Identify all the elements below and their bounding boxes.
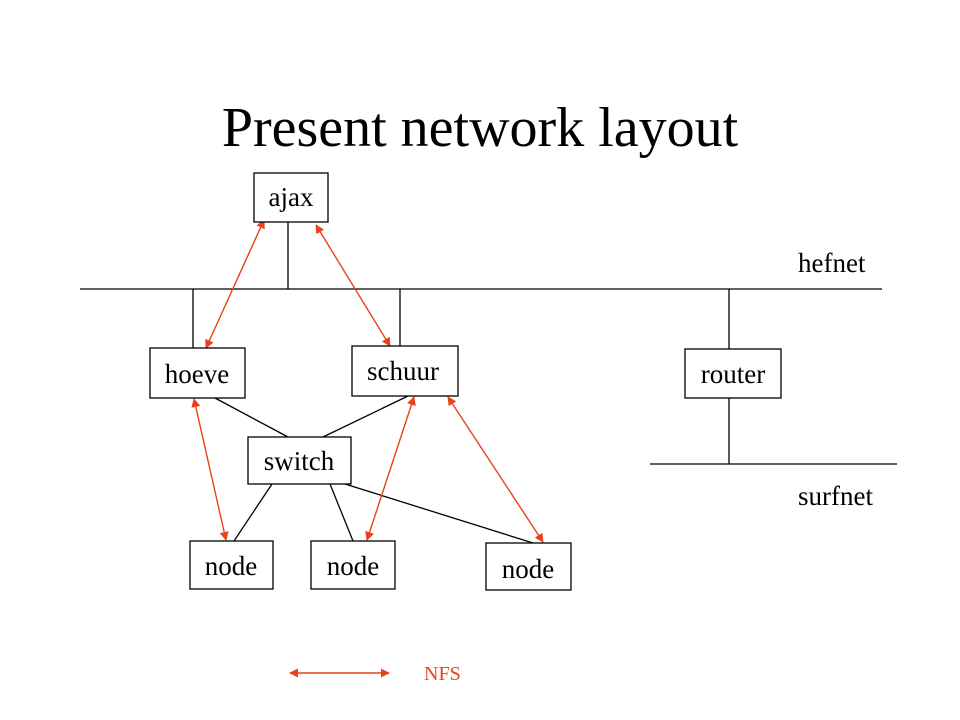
- switch-node2-link: [329, 483, 354, 542]
- host-node-2: node: [310, 540, 396, 590]
- legend-nfs-label: NFS: [424, 663, 461, 685]
- nfs-schuur-node3-arrow: [447, 396, 544, 543]
- host-node-2-label: node: [327, 551, 380, 581]
- schuur-switch-link: [322, 395, 409, 438]
- host-switch-label: switch: [264, 446, 335, 476]
- hefnet-label: hefnet: [798, 248, 866, 278]
- host-hoeve: hoeve: [149, 347, 246, 399]
- host-switch: switch: [247, 436, 352, 485]
- nfs-schuur-node2-arrow: [365, 396, 416, 541]
- host-router: router: [684, 348, 782, 399]
- switch-node3-link: [344, 483, 534, 544]
- nfs-ajax-hoeve-arrow: [205, 219, 265, 349]
- host-schuur: schuur: [351, 345, 459, 397]
- host-schuur-label: schuur: [367, 356, 439, 386]
- host-hoeve-label: hoeve: [165, 359, 229, 389]
- nfs-ajax-schuur-arrow: [315, 224, 391, 347]
- host-ajax-label: ajax: [269, 182, 314, 212]
- host-node-1: node: [189, 540, 274, 590]
- hoeve-switch-link: [214, 397, 289, 438]
- nfs-hoeve-node1-arrow: [191, 398, 229, 541]
- host-node-3: node: [485, 542, 572, 591]
- host-node-1-label: node: [205, 551, 258, 581]
- host-router-label: router: [701, 359, 765, 389]
- host-ajax: ajax: [253, 172, 329, 223]
- switch-node1-link: [233, 483, 273, 542]
- host-node-3-label: node: [502, 554, 555, 584]
- surfnet-label: surfnet: [798, 481, 873, 511]
- slide-title: Present network layout: [221, 97, 739, 159]
